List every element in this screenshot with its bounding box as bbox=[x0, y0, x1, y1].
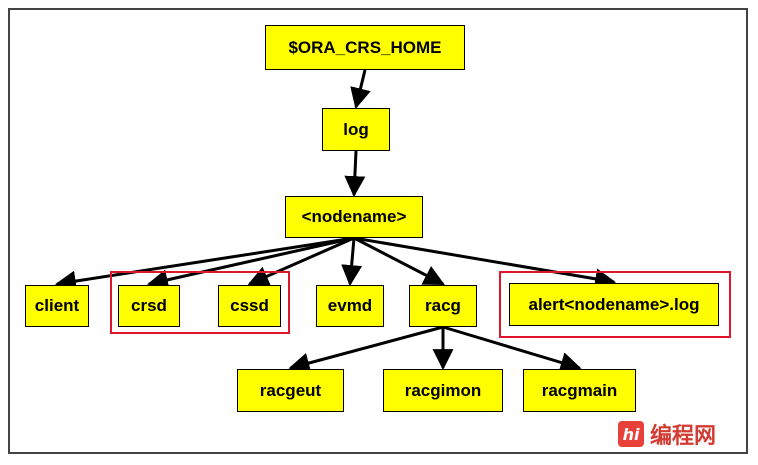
edge-nodename-to-alert bbox=[353, 236, 617, 290]
edge-root-to-log bbox=[350, 69, 371, 110]
highlight-crsd-cssd bbox=[110, 271, 290, 334]
node-log: log bbox=[322, 108, 390, 151]
diagram-frame bbox=[8, 8, 748, 454]
node-root: $ORA_CRS_HOME bbox=[265, 25, 465, 70]
node-racgimon: racgimon bbox=[383, 369, 503, 412]
node-racg: racg bbox=[409, 285, 477, 327]
edge-racg-to-racgeut bbox=[288, 325, 444, 374]
node-alert: alert<nodename>.log bbox=[509, 283, 719, 326]
node-evmd: evmd bbox=[316, 285, 384, 327]
edge-nodename-to-crsd bbox=[146, 236, 355, 291]
edge-nodename-to-evmd bbox=[341, 237, 363, 287]
node-racgmain: racgmain bbox=[523, 369, 636, 412]
edge-racg-to-racgmain bbox=[442, 325, 582, 373]
node-nodename: <nodename> bbox=[285, 196, 423, 238]
node-racgeut: racgeut bbox=[237, 369, 344, 412]
edge-log-to-nodename bbox=[344, 150, 366, 198]
highlight-alert-log bbox=[499, 271, 731, 338]
watermark-text: 编程网 bbox=[650, 424, 717, 449]
edge-nodename-to-racg bbox=[353, 236, 445, 286]
node-client: client bbox=[25, 285, 89, 327]
watermark: hi 编程网 bbox=[618, 418, 716, 450]
node-cssd: cssd bbox=[218, 285, 281, 327]
edge-nodename-to-client bbox=[54, 236, 355, 292]
node-crsd: crsd bbox=[118, 285, 180, 327]
hi-logo-icon: hi bbox=[618, 421, 644, 447]
edge-nodename-to-cssd bbox=[247, 236, 355, 286]
